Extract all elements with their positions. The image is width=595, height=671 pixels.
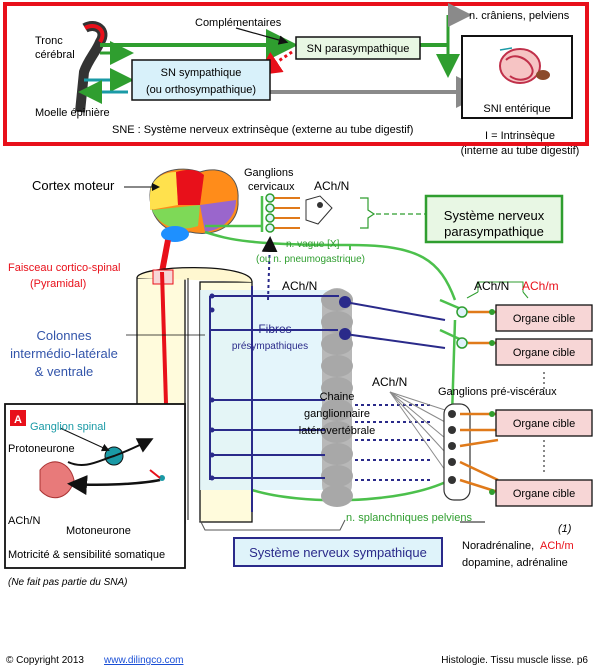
- cortico-spinal-tract: [159, 239, 171, 273]
- sys-para-label-1: Système nerveux: [444, 208, 545, 223]
- ne-fait-pas-label: (Ne fait pas partie du SNA): [8, 577, 128, 588]
- intrinseque-label-2: (interne au tube digestif): [461, 145, 580, 157]
- ganglions-cervicaux-label-2: cervicaux: [248, 181, 295, 193]
- box-a: [4, 403, 186, 569]
- top-panel: Tronc cérébral Moelle épinière Complémen…: [3, 2, 589, 157]
- digestive-tract-icon: [499, 47, 550, 84]
- box-a-badge: [10, 410, 26, 426]
- brace-icon: [360, 197, 376, 229]
- copyright-label: © Copyright 2013: [6, 655, 84, 666]
- ach-n-label-symp: ACh/N: [282, 279, 317, 293]
- box-a-letter: A: [14, 414, 22, 426]
- sn-sympathique-box: [131, 59, 271, 101]
- moelle-label: Moelle épinière: [35, 107, 110, 119]
- neuro-label-1: Noradrénaline,: [462, 540, 534, 552]
- neuro-ach-m: ACh/m: [540, 540, 574, 552]
- sn-parasympathique-box: [295, 36, 421, 60]
- systeme-sympathique-box: [233, 537, 443, 567]
- sys-symp-label: Système nerveux sympathique: [249, 545, 427, 560]
- n-vague-label-2: (ou n. pneumogastrique): [256, 254, 365, 265]
- n-craniens-label: n. crâniens, pelviens: [469, 10, 570, 22]
- sn-para-label: SN parasympathique: [307, 43, 410, 55]
- brain-illustration: [149, 168, 239, 273]
- ganglions-pre-visceraux: [443, 403, 471, 501]
- organe-cible-4: [495, 479, 593, 507]
- vagus-arrow: [261, 236, 278, 301]
- fibres-label-2: présympathiques: [232, 341, 308, 352]
- faisceau-label-2: (Pyramidal): [30, 278, 86, 290]
- splanchniques-label: n. splanchniques pelviens: [346, 512, 472, 524]
- organe-cible-label-3: Organe cible: [513, 418, 575, 430]
- chaine-ganglionnaire: [321, 288, 353, 507]
- presynaptic-dots: [209, 293, 215, 481]
- organes-cibles: [495, 304, 593, 507]
- postganglionic-fibres: [459, 310, 499, 494]
- ach-n-label-box: ACh/N: [8, 515, 40, 527]
- ach-n-label-para: ACh/N: [474, 279, 509, 293]
- complementaires-label: Complémentaires: [195, 17, 282, 29]
- ach-m-label-para: ACh/m: [522, 279, 559, 293]
- ach-label-connectors: [466, 281, 529, 299]
- parasympathetic-ganglia: [456, 306, 468, 349]
- neuro-label-2: dopamine, adrénaline: [462, 557, 568, 569]
- organe-cible-1: [495, 304, 593, 332]
- chaine-label-3: latérovertébrale: [299, 425, 375, 437]
- tronc-label: Tronc: [35, 35, 63, 47]
- fibres-presympathiques: [209, 286, 446, 512]
- faisceau-label-1: Faisceau cortico-spinal: [8, 262, 121, 274]
- colonnes-label-1: Colonnes: [37, 328, 92, 343]
- ganglion-spinal-label: Ganglion spinal: [30, 421, 106, 433]
- sys-para-label-2: parasympathique: [444, 224, 544, 239]
- page-reference: Histologie. Tissu muscle lisse. p6: [441, 655, 588, 666]
- motoneurone-label: Motoneurone: [66, 525, 131, 537]
- bracket: [199, 519, 346, 531]
- face-icon: [305, 195, 333, 225]
- organe-cible-2: [495, 338, 593, 366]
- sn-symp-label-2: (ou orthosympathique): [146, 84, 256, 96]
- protoneurone-label: Protoneurone: [8, 443, 75, 455]
- motricite-label: Motricité & sensibilité somatique: [8, 549, 165, 561]
- organe-cible-label-4: Organe cible: [513, 488, 575, 500]
- cortex-moteur-label: Cortex moteur: [32, 178, 115, 193]
- fibres-label-1: Fibres: [258, 322, 291, 336]
- ganglions-cervicaux: [265, 193, 333, 233]
- ach-n-label-lower: ACh/N: [372, 375, 407, 389]
- ganglions-previsceraux-label: Ganglions pré-viscéraux: [438, 386, 557, 398]
- n-vague-label-1: n. vague [X]: [286, 239, 340, 250]
- parasympathetic-pathways: [204, 196, 469, 502]
- organe-cible-label-1: Organe cible: [513, 313, 575, 325]
- colonnes-label-3: & ventrale: [35, 364, 94, 379]
- ganglions-cervicaux-label-1: Ganglions: [244, 167, 294, 179]
- ach-n-label-top: ACh/N: [314, 179, 349, 193]
- sne-caption: SNE : Système nerveux extrinsèque (exter…: [112, 124, 413, 136]
- sni-label: SNI entérique: [483, 103, 550, 115]
- green-terminal-dots: [489, 309, 495, 495]
- fan-lines: [389, 391, 446, 471]
- intrinseque-label-1: I = Intrinsèque: [485, 130, 555, 142]
- cerebral-label: cérébral: [35, 49, 75, 61]
- organe-cible-label-2: Organe cible: [513, 347, 575, 359]
- colonnes-label-2: intermédio-latérale: [10, 346, 118, 361]
- systeme-parasympathique-box: [424, 194, 564, 244]
- chaine-label-2: ganglionnaire: [304, 408, 370, 420]
- dilingco-link[interactable]: www.dilingco.com: [103, 655, 183, 666]
- note-number: (1): [558, 523, 572, 535]
- chaine-label-1: Chaine: [320, 391, 355, 403]
- organe-cible-3: [495, 409, 593, 437]
- sn-symp-label-1: SN sympathique: [161, 67, 242, 79]
